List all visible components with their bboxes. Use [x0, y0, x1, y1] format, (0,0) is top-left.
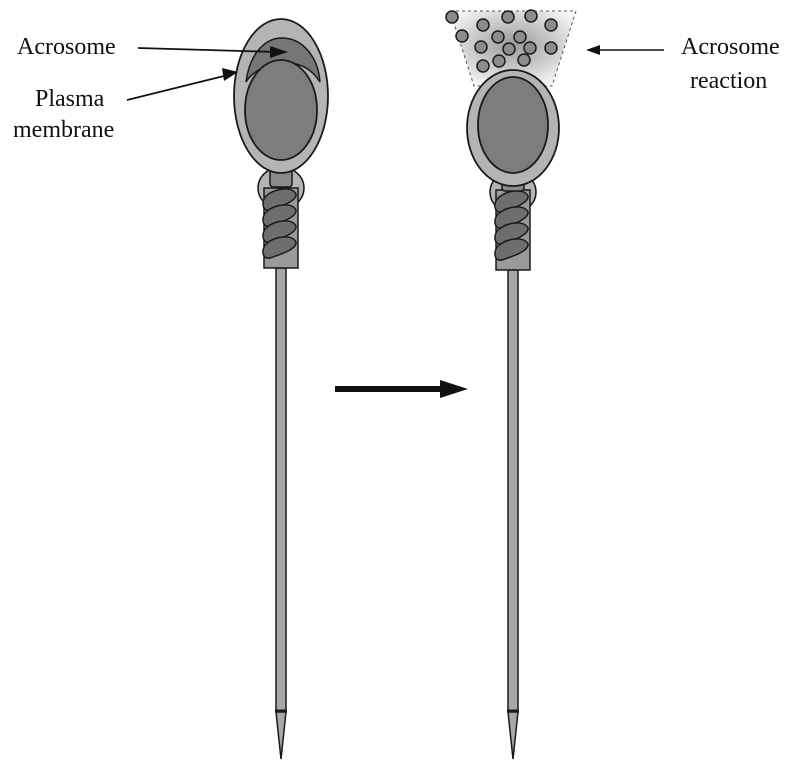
- right-midpiece: [495, 190, 530, 270]
- acrosome-reaction-label-line2: reaction: [690, 67, 767, 95]
- right-tail-tip: [508, 712, 518, 759]
- left-midpiece: [263, 188, 298, 268]
- acrosome-label: Acrosome: [17, 33, 116, 61]
- plasma-membrane-pointer-arrow: [127, 68, 238, 100]
- right-nucleus: [478, 77, 548, 173]
- acrosome-reaction-label-line1: Acrosome: [681, 33, 780, 61]
- reacted-sperm: [446, 10, 576, 759]
- intact-sperm: [234, 19, 328, 759]
- plasma-membrane-label-line1: Plasma: [35, 85, 104, 113]
- left-tail-tip: [276, 712, 286, 759]
- left-tail: [276, 268, 286, 711]
- plasma-membrane-label-line2: membrane: [13, 116, 114, 144]
- transition-arrow: [335, 380, 468, 398]
- left-nucleus: [245, 60, 317, 160]
- right-tail: [508, 270, 518, 711]
- acrosome-reaction-pointer-arrow: [586, 45, 664, 55]
